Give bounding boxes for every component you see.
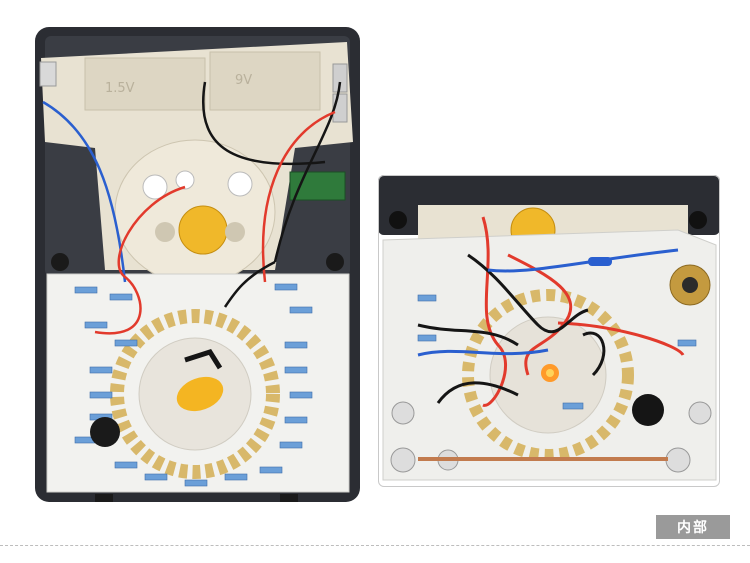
buzzer-disc [178,205,228,255]
wire-black [201,81,326,166]
wire-red [94,185,186,335]
buzzer [90,417,120,447]
battery-label-1: 1.5V [105,81,135,96]
selector-knob [176,376,224,412]
multimeter-interior-illustration: 1.5V 9V [35,27,360,502]
circuit-board-closeup-photo [378,175,720,487]
section-tag: 内部 [656,515,730,539]
dashed-divider [0,545,750,546]
rotary-contact-ring [110,309,280,479]
circuit-board-closeup-illustration [378,175,720,487]
closeup-wire-red [481,216,507,407]
closeup-contact-ring [462,289,634,461]
closeup-wire-black [417,323,519,347]
closeup-wire-blue [487,248,679,273]
multimeter-interior-photo: 1.5V 9V [35,22,365,504]
battery-label-2: 9V [235,73,252,88]
resistor-array-left [74,283,313,487]
closeup-buzzer [632,394,664,426]
